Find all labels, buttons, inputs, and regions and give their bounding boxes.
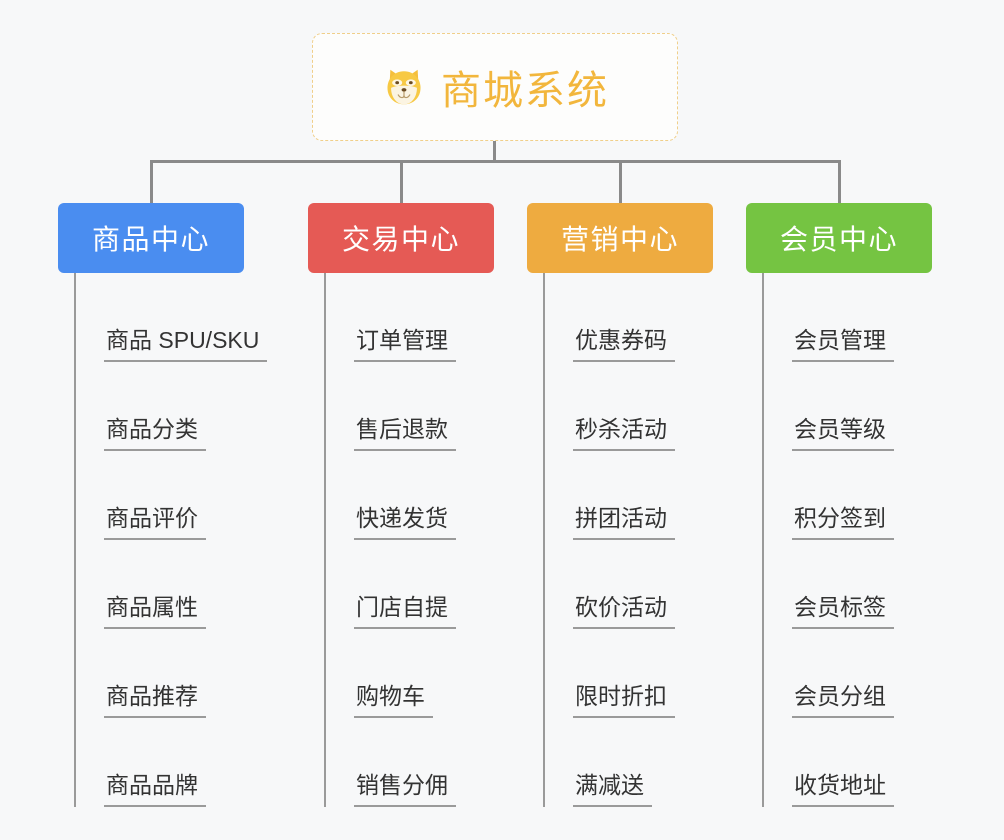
list-item-label: 积分签到 xyxy=(792,505,894,540)
list-item[interactable]: 秒杀活动 xyxy=(527,362,727,451)
list-item[interactable]: 销售分佣 xyxy=(308,718,508,807)
list-item[interactable]: 快递发货 xyxy=(308,451,508,540)
list-item[interactable]: 商品属性 xyxy=(58,540,290,629)
category-header-marketing-center[interactable]: 营销中心 xyxy=(527,203,713,273)
list-item[interactable]: 会员分组 xyxy=(746,629,946,718)
list-item-label: 秒杀活动 xyxy=(573,416,675,451)
shiba-dog-face-icon xyxy=(381,64,427,110)
list-item-label: 会员标签 xyxy=(792,594,894,629)
list-item[interactable]: 限时折扣 xyxy=(527,629,727,718)
list-item-label: 商品推荐 xyxy=(104,683,206,718)
root-node-shop-system[interactable]: 商城系统 xyxy=(312,33,678,141)
connector-root-stem xyxy=(493,141,496,162)
list-item-label: 购物车 xyxy=(354,683,433,718)
list-item-label: 限时折扣 xyxy=(573,683,675,718)
list-item-label: 门店自提 xyxy=(354,594,456,629)
category-label: 商品中心 xyxy=(91,224,210,255)
item-list-trade-center: 订单管理 售后退款 快递发货 门店自提 购物车 销售分佣 xyxy=(308,273,508,807)
list-item[interactable]: 收货地址 xyxy=(746,718,946,807)
connector-drop-member-center xyxy=(838,160,841,204)
list-item-label: 商品 SPU/SKU xyxy=(104,327,268,362)
list-item-label: 商品评价 xyxy=(104,505,206,540)
list-item[interactable]: 砍价活动 xyxy=(527,540,727,629)
list-item[interactable]: 商品评价 xyxy=(58,451,290,540)
list-item[interactable]: 售后退款 xyxy=(308,362,508,451)
connector-drop-trade-center xyxy=(400,160,403,204)
column-marketing-center: 营销中心 优惠券码 秒杀活动 拼团活动 砍价活动 限时折扣 满减送 xyxy=(527,203,727,807)
list-item[interactable]: 会员等级 xyxy=(746,362,946,451)
list-item[interactable]: 订单管理 xyxy=(308,273,508,362)
column-product-center: 商品中心 商品 SPU/SKU 商品分类 商品评价 商品属性 商品推荐 商品品牌 xyxy=(58,203,290,807)
list-item[interactable]: 积分签到 xyxy=(746,451,946,540)
list-item-label: 商品分类 xyxy=(104,416,206,451)
list-spine xyxy=(543,273,545,807)
list-item-label: 销售分佣 xyxy=(354,772,456,807)
item-list-product-center: 商品 SPU/SKU 商品分类 商品评价 商品属性 商品推荐 商品品牌 xyxy=(58,273,290,807)
list-item[interactable]: 商品品牌 xyxy=(58,718,290,807)
list-item[interactable]: 会员标签 xyxy=(746,540,946,629)
root-node-title: 商城系统 xyxy=(441,69,609,113)
category-header-trade-center[interactable]: 交易中心 xyxy=(308,203,494,273)
category-header-member-center[interactable]: 会员中心 xyxy=(746,203,932,273)
list-item-label: 砍价活动 xyxy=(573,594,675,629)
category-header-product-center[interactable]: 商品中心 xyxy=(58,203,244,273)
list-spine xyxy=(762,273,764,807)
item-list-marketing-center: 优惠券码 秒杀活动 拼团活动 砍价活动 限时折扣 满减送 xyxy=(527,273,727,807)
list-item[interactable]: 门店自提 xyxy=(308,540,508,629)
list-item-label: 订单管理 xyxy=(354,327,456,362)
list-item[interactable]: 满减送 xyxy=(527,718,727,807)
list-item-label: 拼团活动 xyxy=(573,505,675,540)
list-item-label: 优惠券码 xyxy=(573,327,675,362)
list-spine xyxy=(324,273,326,807)
category-label: 交易中心 xyxy=(341,224,460,255)
list-item-label: 会员管理 xyxy=(792,327,894,362)
list-item[interactable]: 拼团活动 xyxy=(527,451,727,540)
list-item-label: 商品品牌 xyxy=(104,772,206,807)
list-item[interactable]: 商品分类 xyxy=(58,362,290,451)
connector-trunk-bar xyxy=(150,160,841,163)
list-item-label: 收货地址 xyxy=(792,772,894,807)
connector-drop-product-center xyxy=(150,160,153,204)
list-item[interactable]: 优惠券码 xyxy=(527,273,727,362)
list-item-label: 会员分组 xyxy=(792,683,894,718)
list-item-label: 快递发货 xyxy=(354,505,456,540)
list-item[interactable]: 会员管理 xyxy=(746,273,946,362)
list-item-label: 售后退款 xyxy=(354,416,456,451)
list-item[interactable]: 购物车 xyxy=(308,629,508,718)
list-item-label: 会员等级 xyxy=(792,416,894,451)
category-label: 会员中心 xyxy=(779,224,898,255)
item-list-member-center: 会员管理 会员等级 积分签到 会员标签 会员分组 收货地址 xyxy=(746,273,946,807)
column-trade-center: 交易中心 订单管理 售后退款 快递发货 门店自提 购物车 销售分佣 xyxy=(308,203,508,807)
connector-drop-marketing-center xyxy=(619,160,622,204)
column-member-center: 会员中心 会员管理 会员等级 积分签到 会员标签 会员分组 收货地址 xyxy=(746,203,946,807)
list-item[interactable]: 商品 SPU/SKU xyxy=(58,273,290,362)
category-label: 营销中心 xyxy=(560,224,679,255)
list-item[interactable]: 商品推荐 xyxy=(58,629,290,718)
list-item-label: 商品属性 xyxy=(104,594,206,629)
list-item-label: 满减送 xyxy=(573,772,652,807)
list-spine xyxy=(74,273,76,807)
